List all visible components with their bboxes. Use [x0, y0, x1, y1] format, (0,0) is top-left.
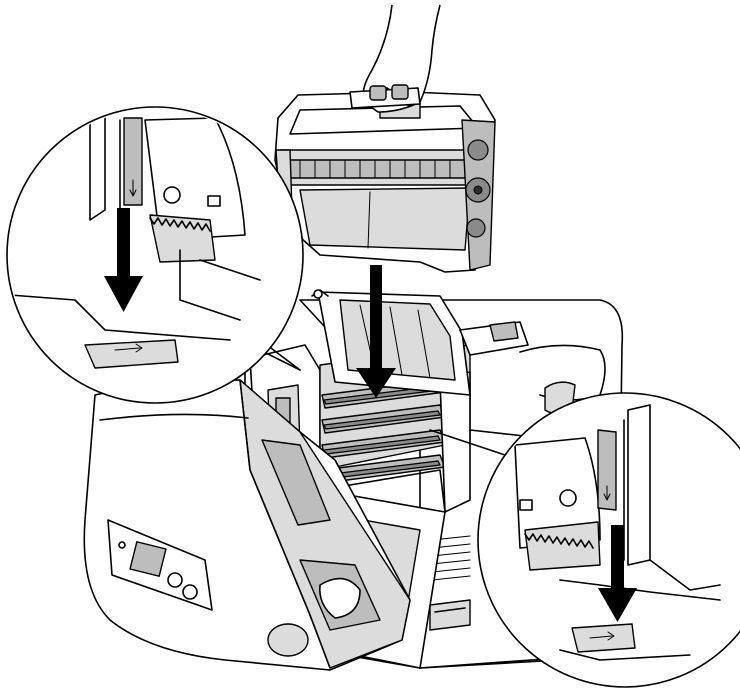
top-cover-open — [311, 289, 529, 396]
vent-grille — [431, 535, 471, 581]
detail-callout-right — [429, 392, 740, 688]
front-cover-open — [83, 379, 411, 671]
drum-ribs — [299, 159, 451, 179]
photoconductor-unit — [274, 91, 496, 273]
arrow-down-icon — [598, 525, 637, 622]
arrow-down-icon — [356, 265, 396, 398]
control-panel — [107, 519, 213, 611]
hand-icon — [349, 4, 441, 113]
detail-callout-left — [6, 106, 304, 404]
arrow-down-icon — [104, 208, 143, 312]
